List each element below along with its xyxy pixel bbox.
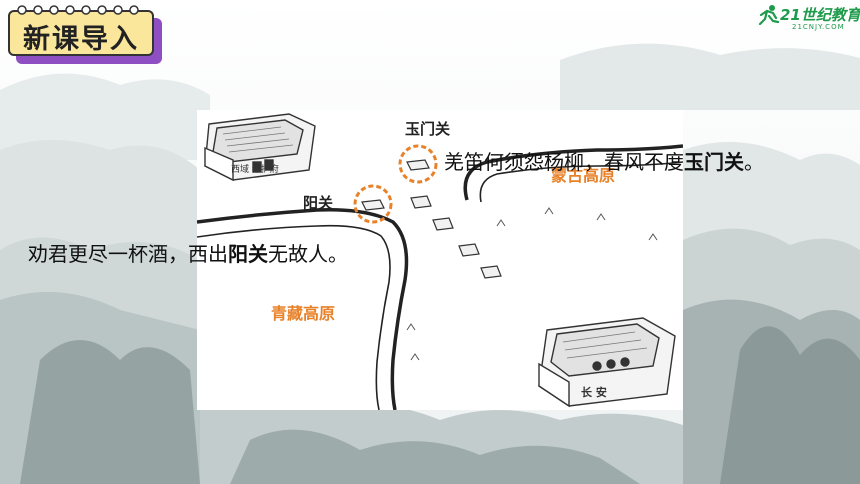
logo-brand-text: 21世纪教育: [780, 6, 860, 24]
page-title: 新课导入: [23, 24, 139, 55]
tibetan-plateau-label: 青藏高原: [271, 304, 336, 323]
map-drawing: [197, 113, 683, 410]
changan-city-icon: [538, 317, 676, 408]
poem-line-yang-end: 无故人。: [268, 242, 348, 266]
badge-face: [8, 10, 154, 56]
yumen-pass-label: 玉门关: [405, 120, 451, 138]
yang-pass-marker: [353, 184, 393, 224]
section-title-badge: 新课导入: [8, 5, 162, 64]
beacon-towers: [410, 195, 502, 279]
poem-line-yumen-text: 羌笛何须怨杨柳，春风不度: [444, 150, 684, 174]
runner-icon: [758, 5, 780, 26]
brand-logo: 21世纪教育 21CNJY.COM: [758, 2, 860, 38]
poem-line-yumen-highlight: 玉门关: [684, 150, 744, 174]
poem-line-yang: 劝君更尽一杯酒，西出阳关无故人。: [28, 238, 348, 267]
poem-line-yumen: 羌笛何须怨杨柳，春风不度玉门关。: [444, 146, 764, 175]
yang-pass-label: 阳关: [303, 194, 334, 212]
yumen-pass-marker: [398, 144, 438, 184]
poem-line-yumen-end: 。: [744, 150, 764, 174]
logo-url-text: 21CNJY.COM: [792, 23, 845, 31]
west-city-sign: 西域 都护府: [231, 165, 279, 175]
west-region-city-icon: [204, 113, 316, 182]
poem-line-yang-highlight: 阳关: [228, 242, 268, 266]
badge-ring-dots: [17, 5, 139, 15]
silk-road-map: 西域 都护府 长 安 玉门关 阳关 蒙古高原 青藏高原: [197, 110, 683, 410]
changan-sign: 长 安: [581, 386, 607, 399]
mongolian-plateau-label: 蒙古高原: [551, 166, 616, 185]
terrain-marks: [406, 207, 658, 361]
poem-line-yang-text: 劝君更尽一杯酒，西出: [28, 242, 228, 266]
